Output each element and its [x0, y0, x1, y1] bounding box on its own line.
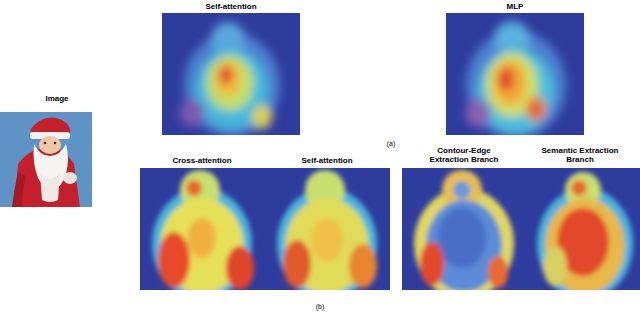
heatmap: [446, 13, 584, 139]
heatmap: [162, 13, 300, 137]
heatmap: [140, 168, 265, 300]
panel-title: Image: [27, 94, 87, 103]
panel-title: Semantic Extraction Branch: [529, 146, 631, 164]
santa-photo: [0, 112, 92, 207]
panel-title: MLP: [485, 2, 545, 11]
panel-title: Self-attention: [277, 156, 377, 165]
panel-tag: (b): [308, 303, 332, 311]
panel-title: Self-attention: [181, 2, 281, 11]
heatmap: [265, 168, 390, 300]
panel-tag: (a): [379, 140, 403, 148]
panel-title: Cross-attention: [152, 156, 252, 165]
heatmap: [527, 168, 640, 300]
panel-title: Contour-Edge Extraction Branch: [418, 146, 510, 164]
heatmap: [402, 168, 527, 300]
